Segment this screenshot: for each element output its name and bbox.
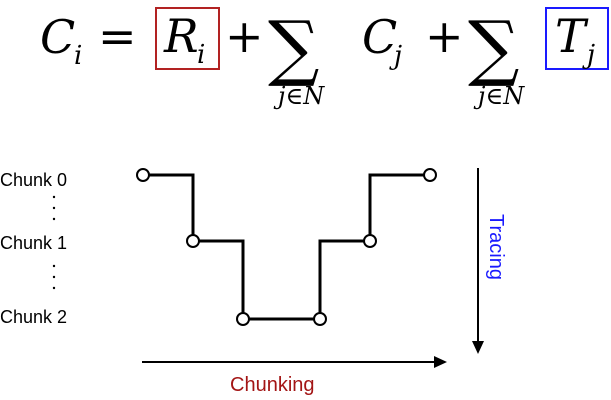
chunk-label-1: Chunk 1 [0, 233, 67, 253]
eq-sum-2-under: j∈N [473, 82, 525, 110]
eq-term1: R [163, 9, 199, 63]
chunking-arrow: Chunking [142, 356, 447, 396]
trace-node [363, 234, 377, 248]
ellipsis-dots-1 [52, 195, 56, 221]
eq-term3: T [555, 9, 589, 63]
tracing-label: Tracing [485, 214, 507, 280]
eq-lhs: C [40, 10, 75, 64]
chunk-labels: Chunk 0 Chunk 1 Chunk 2 [0, 170, 67, 327]
tracing-arrow: Tracing [472, 168, 507, 354]
eq-box-red [155, 7, 220, 70]
trace-node [423, 168, 437, 182]
eq-equals: = [98, 9, 137, 63]
eq-lhs-sub: i [74, 41, 82, 71]
chunk-label-2: Chunk 2 [0, 307, 67, 327]
trace-path [136, 168, 437, 326]
eq-box-blue [545, 7, 609, 70]
equation: C i = R i + ∑ j∈N C j + ∑ j∈N T j [40, 5, 609, 110]
chunk-label-0: Chunk 0 [0, 170, 67, 190]
trace-node [313, 312, 327, 326]
eq-plus-1: + [225, 9, 264, 63]
trace-polyline [143, 173, 430, 321]
eq-sum-2: ∑ [468, 5, 519, 89]
eq-term2: C [362, 10, 397, 64]
trace-node [236, 312, 250, 326]
eq-plus-2: + [425, 9, 464, 63]
eq-term1-sub: i [197, 40, 205, 70]
chunking-label: Chunking [230, 374, 315, 396]
trace-node [186, 234, 200, 248]
eq-sum-1: ∑ [268, 5, 319, 89]
ellipsis-dots-2 [52, 264, 56, 290]
eq-sum-1-under: j∈N [273, 82, 325, 110]
trace-node [136, 168, 150, 182]
